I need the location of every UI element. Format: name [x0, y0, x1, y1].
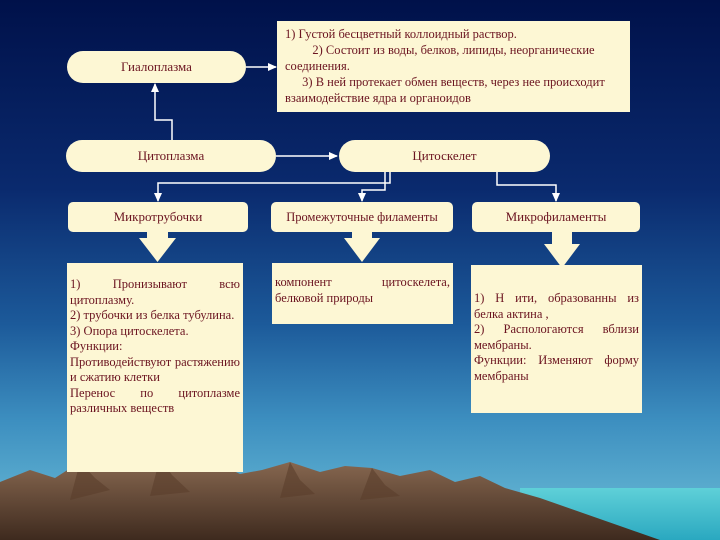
- note-hyaloplasm: 1) Густой бесцветный коллоидный раствор.…: [277, 21, 630, 112]
- node-microfilaments: Микрофиламенты: [472, 202, 640, 232]
- note-line: Функции:: [70, 339, 123, 353]
- note-microtubules: 1) Пронизывают всю цитоплазму. 2) трубоч…: [67, 263, 243, 472]
- node-cytoplasm: Цитоплазма: [66, 140, 276, 172]
- block-arrow-microfilaments: [544, 230, 580, 268]
- node-microtubules: Микротрубочки: [68, 202, 248, 232]
- note-microfilaments: 1) Н ити, образованны из белка актина , …: [471, 265, 642, 413]
- note-line: 1) Н ити, образованны из белка актина ,: [474, 291, 639, 321]
- node-hyaloplasm: Гиалоплазма: [67, 51, 246, 83]
- note-line: 2) трубочки из белка тубулина.: [70, 308, 235, 322]
- note-line: Противодействуют растяжению и сжатию кле…: [70, 354, 240, 385]
- note-line: компонент цитоскелета, белковой природы: [275, 275, 450, 305]
- arrow-cytoskeleton-to-microtubules: [154, 172, 391, 202]
- note-line: 1) Густой бесцветный коллоидный раствор.: [285, 27, 517, 41]
- note-line: 3) В ней протекает обмен веществ, через …: [285, 75, 605, 105]
- note-line: 2) Распологаются вблизи мембраны.: [474, 322, 639, 352]
- block-arrow-intermediate: [344, 230, 380, 262]
- arrow-cytoplasm-to-hyaloplasm: [151, 83, 173, 140]
- arrow-cytoskeleton-to-microfilaments: [496, 172, 560, 202]
- note-intermediate-filaments: компонент цитоскелета, белковой природы: [272, 263, 453, 324]
- note-line: 1) Пронизывают всю цитоплазму.: [70, 277, 240, 307]
- note-line: 2) Состоит из воды, белков, липиды, неор…: [285, 43, 595, 73]
- note-line: Функции: Изменяют форму мембраны: [474, 353, 639, 383]
- note-line: 3) Опора цитоскелета.: [70, 323, 189, 338]
- arrow-cytoskeleton-to-intermediate: [358, 172, 386, 202]
- block-arrow-microtubules: [139, 230, 176, 262]
- note-line: Перенос по цитоплазме различных веществ: [70, 385, 240, 416]
- node-intermediate-filaments: Промежуточные филаменты: [271, 202, 453, 232]
- node-cytoskeleton: Цитоскелет: [339, 140, 550, 172]
